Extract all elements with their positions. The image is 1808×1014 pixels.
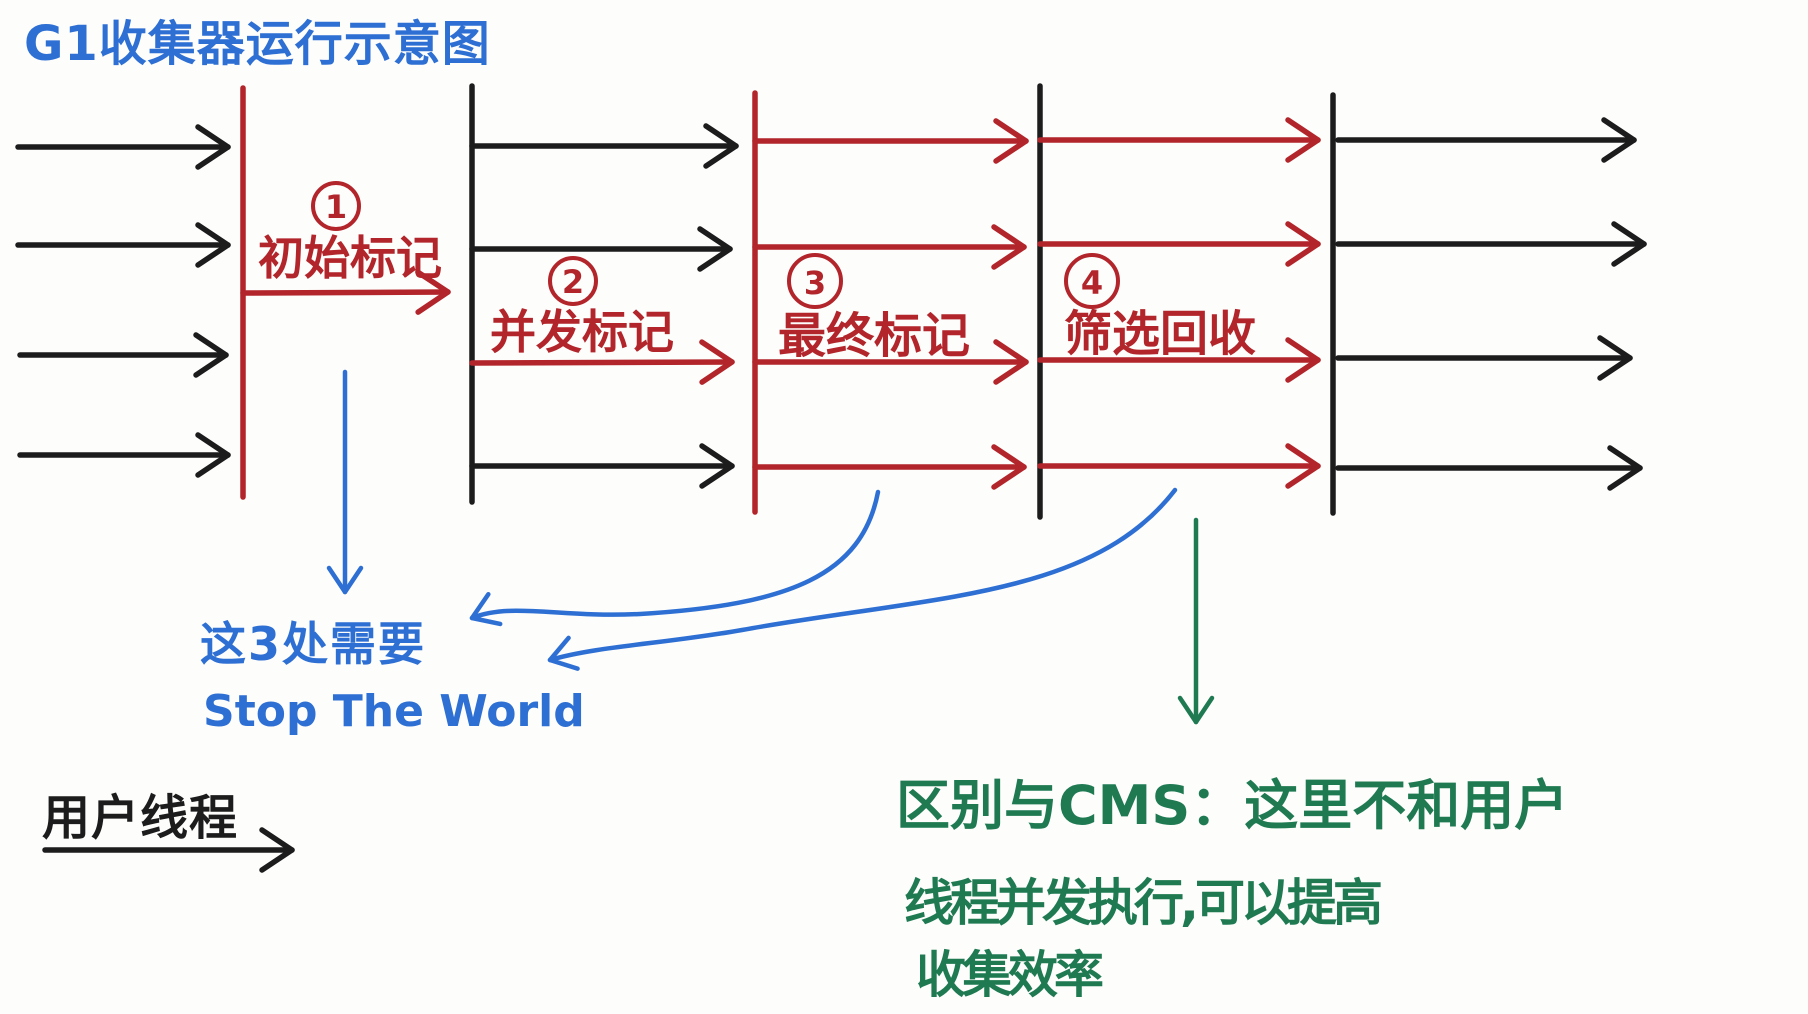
phase-number-circle bbox=[311, 181, 361, 231]
phase-evacuation: 4 筛选回收 bbox=[1037, 117, 1321, 489]
cms-note-line2: 线程并发执行,可以提高 bbox=[904, 874, 1381, 932]
cms-note-line1: 区别与CMS：这里不和用户 bbox=[896, 774, 1568, 837]
phase-number: 1 bbox=[325, 188, 347, 226]
cms-comparison-annotation: 区别与CMS：这里不和用户 线程并发执行,可以提高 收集效率 bbox=[896, 517, 1568, 1004]
stw-pointer-arrow-phase3 bbox=[469, 489, 881, 627]
phase-number: 2 bbox=[562, 263, 584, 301]
legend-user-thread: 用户线程 bbox=[42, 790, 295, 873]
stw-note-line2: Stop The World bbox=[203, 686, 585, 737]
stw-annotation: 这3处需要 Stop The World bbox=[200, 369, 1178, 737]
page-title: G1收集器运行示意图 bbox=[24, 16, 491, 72]
phase-number-circle bbox=[548, 256, 598, 306]
phase-initial-mark: 1 初始标记 bbox=[240, 181, 451, 315]
gc-arrow-concurrent-mark bbox=[469, 339, 735, 385]
phase-number: 3 bbox=[804, 264, 826, 302]
phase-final-mark: 3 最终标记 bbox=[752, 118, 1029, 490]
legend-label: 用户线程 bbox=[42, 790, 238, 846]
phase-label: 初始标记 bbox=[258, 231, 442, 285]
user-threads-after-gc bbox=[1335, 117, 1647, 491]
cms-note-line3: 收集效率 bbox=[916, 946, 1103, 1004]
stw-note-line1: 这3处需要 bbox=[200, 617, 426, 671]
user-threads-before-gc bbox=[15, 124, 231, 478]
stw-pointer-arrow-phase4 bbox=[547, 487, 1178, 671]
phase-number-circle bbox=[1064, 253, 1120, 309]
phase-label: 并发标记 bbox=[490, 305, 674, 359]
phase-boundaries bbox=[240, 83, 1336, 520]
phase-concurrent-mark: 2 并发标记 bbox=[469, 123, 739, 489]
phase-number-circle bbox=[787, 253, 843, 309]
gc-arrow-initial-mark bbox=[240, 269, 451, 315]
phase-label: 筛选回收 bbox=[1064, 306, 1256, 362]
phase-label: 最终标记 bbox=[778, 308, 970, 364]
phase-number: 4 bbox=[1081, 264, 1103, 302]
